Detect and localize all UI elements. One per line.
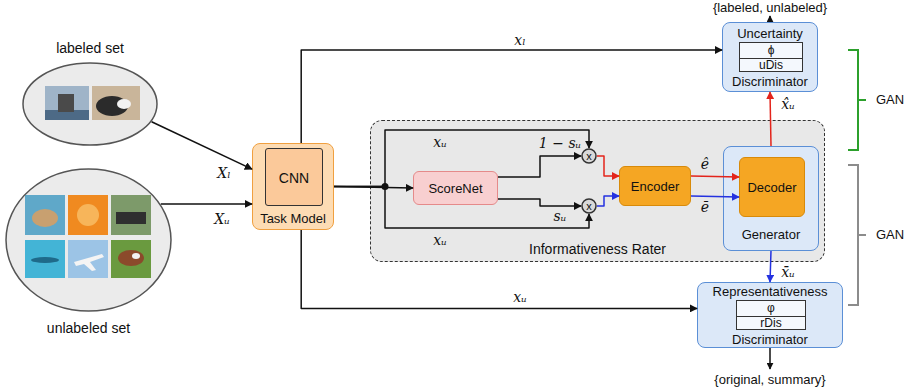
task-model-box: Task Model CNN — [252, 143, 334, 230]
edge-label: Xᵤ — [214, 211, 230, 227]
parameter-box: ϕuDis — [739, 42, 803, 72]
circle-shape — [582, 199, 596, 213]
node-text: ScoreNet — [428, 182, 482, 197]
connector-arrow — [334, 130, 589, 187]
node-text: labeled set — [56, 40, 124, 56]
output-arrow — [769, 348, 771, 369]
encoder-box: Encoder — [619, 166, 691, 206]
set-ground — [6, 169, 171, 311]
ellipse-outline — [22, 62, 158, 146]
decoder-box: Decoder — [739, 157, 805, 217]
connector-arrow — [770, 92, 771, 146]
edge-label: xᵤ — [433, 232, 446, 248]
ellipse-outline — [5, 168, 172, 312]
node-text: Decoder — [747, 181, 796, 196]
connector-arrow — [691, 176, 739, 177]
node-text: Encoder — [631, 180, 679, 195]
node-text: rDis — [760, 317, 781, 331]
gan-bracket — [848, 50, 866, 150]
dataset-ellipse: unlabeled set — [5, 168, 172, 312]
node-text: Generator — [742, 228, 801, 243]
node-text: CNN — [279, 170, 309, 186]
multiply-node: x — [581, 198, 597, 214]
node-text: Discriminator — [732, 75, 808, 90]
photo-detail — [132, 253, 140, 259]
set-ground — [23, 63, 157, 145]
output-label: {original, summary} — [714, 373, 825, 388]
gan-label: GAN — [876, 228, 904, 243]
generator-box: Generator Decoder — [723, 146, 819, 251]
parameter-box: φrDis — [736, 300, 806, 330]
node-text: uDis — [759, 59, 783, 73]
output-arrow — [769, 16, 771, 22]
connector-arrow — [597, 156, 619, 176]
connector-arrow — [498, 199, 581, 206]
edge-label: xᵤ — [513, 289, 526, 305]
ellipse-shape — [23, 63, 157, 145]
node-text: x — [586, 150, 592, 163]
photo-thumbnail — [25, 195, 65, 235]
connector-arrow — [770, 251, 771, 282]
edge-label: ē — [701, 199, 709, 215]
node-text: unlabeled set — [47, 320, 130, 336]
photo-thumbnail — [68, 195, 108, 235]
node-text: Representativeness — [713, 285, 828, 300]
photo-thumbnail — [111, 195, 151, 235]
photo-thumbnail — [25, 240, 65, 278]
photo-detail — [74, 254, 104, 271]
photo-detail — [31, 257, 59, 263]
node-text: Informativeness Rater — [529, 241, 666, 257]
multiply-node: x — [581, 148, 597, 164]
node-text: Task Model — [260, 212, 326, 227]
node-text: Uncertainty — [737, 27, 803, 42]
node-text: φ — [767, 302, 775, 316]
ellipse-shape — [6, 169, 171, 311]
edge-label: x̄ᵤ — [781, 264, 794, 280]
photo-detail — [32, 209, 58, 227]
node-text: ϕ — [768, 44, 775, 58]
connector-arrow — [161, 203, 252, 205]
connector-arrow — [334, 187, 589, 229]
connector-arrow — [152, 122, 252, 169]
edge-label: x̂ᵤ — [781, 96, 794, 112]
photo-thumbnail — [45, 86, 89, 120]
connector-arrow — [498, 156, 581, 177]
scorenet-box: ScoreNet — [413, 171, 498, 205]
photo-detail — [58, 94, 74, 112]
discriminator-box: UncertaintyDiscriminator ϕuDis — [722, 22, 818, 92]
connector-arrow — [597, 196, 619, 206]
cnn-box: CNN — [265, 148, 323, 206]
output-label: {labeled, unlabeled} — [713, 1, 827, 16]
edge-label: Xₗ — [217, 165, 230, 181]
dataset-ellipse: labeled set — [22, 62, 158, 146]
photo-thumbnail — [68, 240, 108, 278]
photo-detail — [117, 99, 131, 109]
edge-label: xₗ — [514, 32, 525, 48]
connector-arrow — [691, 196, 739, 197]
photo-detail — [118, 250, 144, 266]
discriminator-box: RepresentativenessDiscriminator φrDis — [697, 282, 843, 348]
photo-detail — [77, 204, 99, 226]
gan-label: GAN — [876, 93, 904, 108]
gan-bracket — [848, 165, 866, 305]
connector-arrow — [301, 230, 697, 308]
connector-arrow — [301, 50, 722, 143]
circle-shape — [582, 149, 596, 163]
photo-thumbnail — [92, 86, 140, 120]
node-text: x — [586, 200, 592, 213]
edge-label: sᵤ — [554, 208, 567, 224]
photo-thumbnail — [111, 240, 151, 278]
node-text: Discriminator — [732, 333, 808, 348]
edge-label: xᵤ — [433, 134, 446, 150]
edge-label: ê — [701, 156, 709, 172]
photo-detail — [116, 212, 146, 224]
edge-label: 1 − sᵤ — [539, 135, 581, 151]
